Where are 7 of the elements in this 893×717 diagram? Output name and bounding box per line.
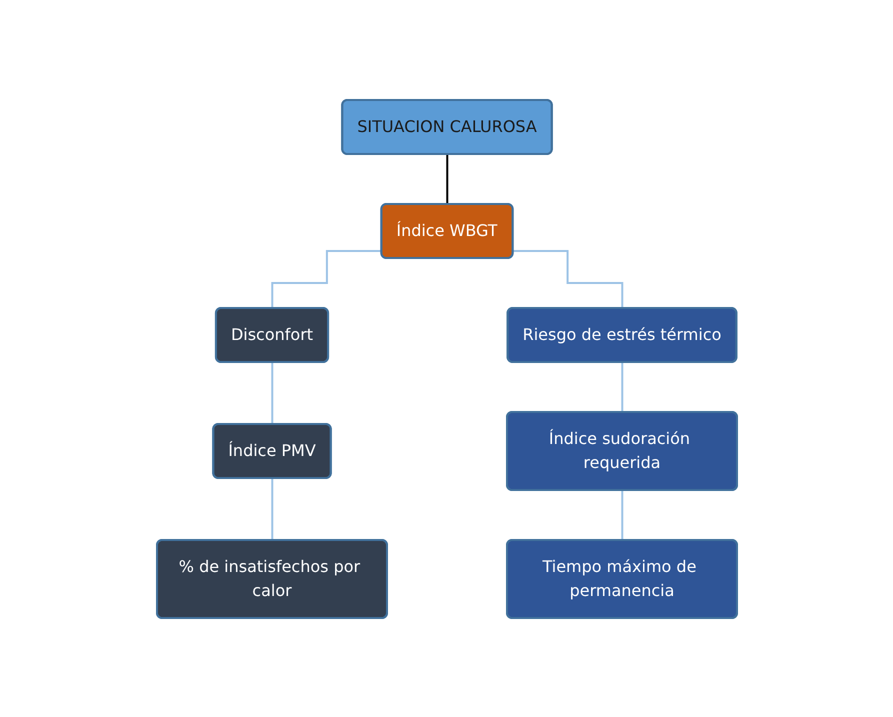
connector bbox=[620, 489, 623, 541]
connector bbox=[446, 153, 448, 205]
connector bbox=[270, 250, 382, 309]
connector bbox=[270, 361, 273, 425]
connector bbox=[512, 250, 623, 309]
connector bbox=[620, 361, 623, 413]
connector bbox=[270, 477, 273, 541]
